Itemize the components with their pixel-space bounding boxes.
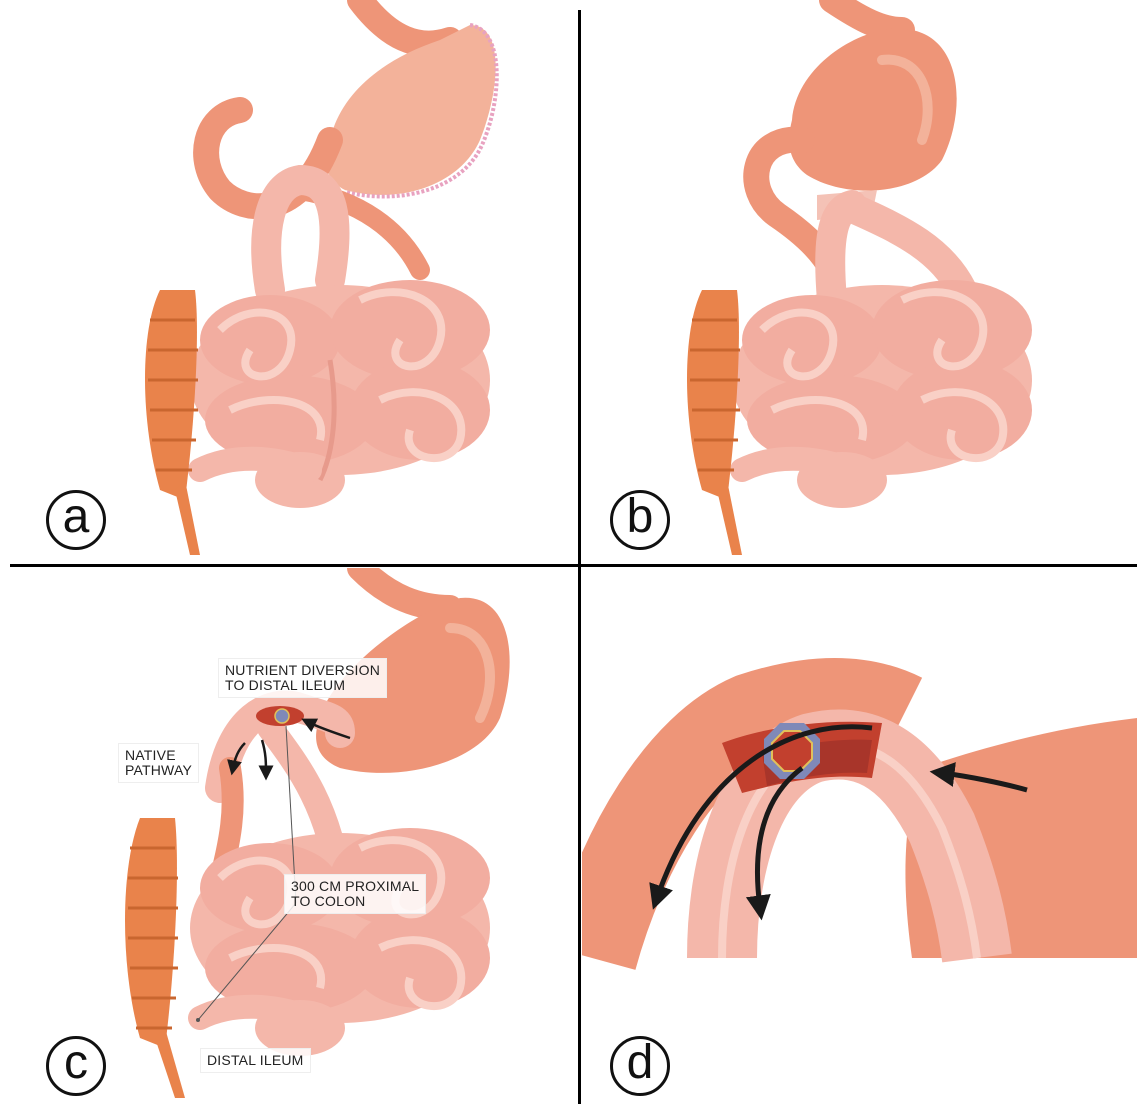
callout-line: NATIVE	[125, 748, 192, 763]
panel-label-a: a	[46, 490, 106, 550]
small-bowel	[190, 280, 490, 508]
callout-line: TO DISTAL ILEUM	[225, 678, 380, 693]
colon	[145, 290, 200, 555]
panel-b: b	[582, 0, 1137, 562]
panel-d: d	[582, 568, 1137, 1104]
panel-c-illustration	[0, 568, 578, 1104]
panel-label-c: c	[46, 1036, 106, 1096]
callout-nutrient-diversion: NUTRIENT DIVERSION TO DISTAL ILEUM	[218, 658, 387, 698]
callout-line: TO COLON	[291, 894, 419, 909]
colon	[687, 290, 742, 555]
panel-label-d: d	[610, 1036, 670, 1096]
vertical-divider	[578, 10, 581, 1104]
panel-d-illustration	[582, 568, 1137, 1104]
panel-a: a	[0, 0, 578, 562]
diversion-arrow	[262, 740, 266, 773]
callout-line: 300 CM PROXIMAL	[291, 879, 419, 894]
callout-line: PATHWAY	[125, 763, 192, 778]
callout-distal-ileum: DISTAL ILEUM	[200, 1048, 311, 1073]
panel-label-b: b	[610, 490, 670, 550]
panel-a-illustration	[0, 0, 578, 562]
horizontal-divider	[10, 564, 1137, 567]
callout-line: NUTRIENT DIVERSION	[225, 663, 380, 678]
panel-b-illustration	[582, 0, 1137, 562]
callout-300cm-proximal: 300 CM PROXIMAL TO COLON	[284, 874, 426, 914]
panel-c: NUTRIENT DIVERSION TO DISTAL ILEUM NATIV…	[0, 568, 578, 1104]
small-bowel	[190, 828, 490, 1056]
anastomosis-device	[275, 709, 289, 723]
esophagus	[360, 0, 450, 44]
callout-line: DISTAL ILEUM	[207, 1053, 304, 1068]
esophagus	[360, 568, 450, 608]
small-bowel	[732, 280, 1032, 508]
colon	[125, 818, 185, 1098]
callout-native-pathway: NATIVE PATHWAY	[118, 743, 199, 783]
esophagus	[832, 0, 902, 30]
